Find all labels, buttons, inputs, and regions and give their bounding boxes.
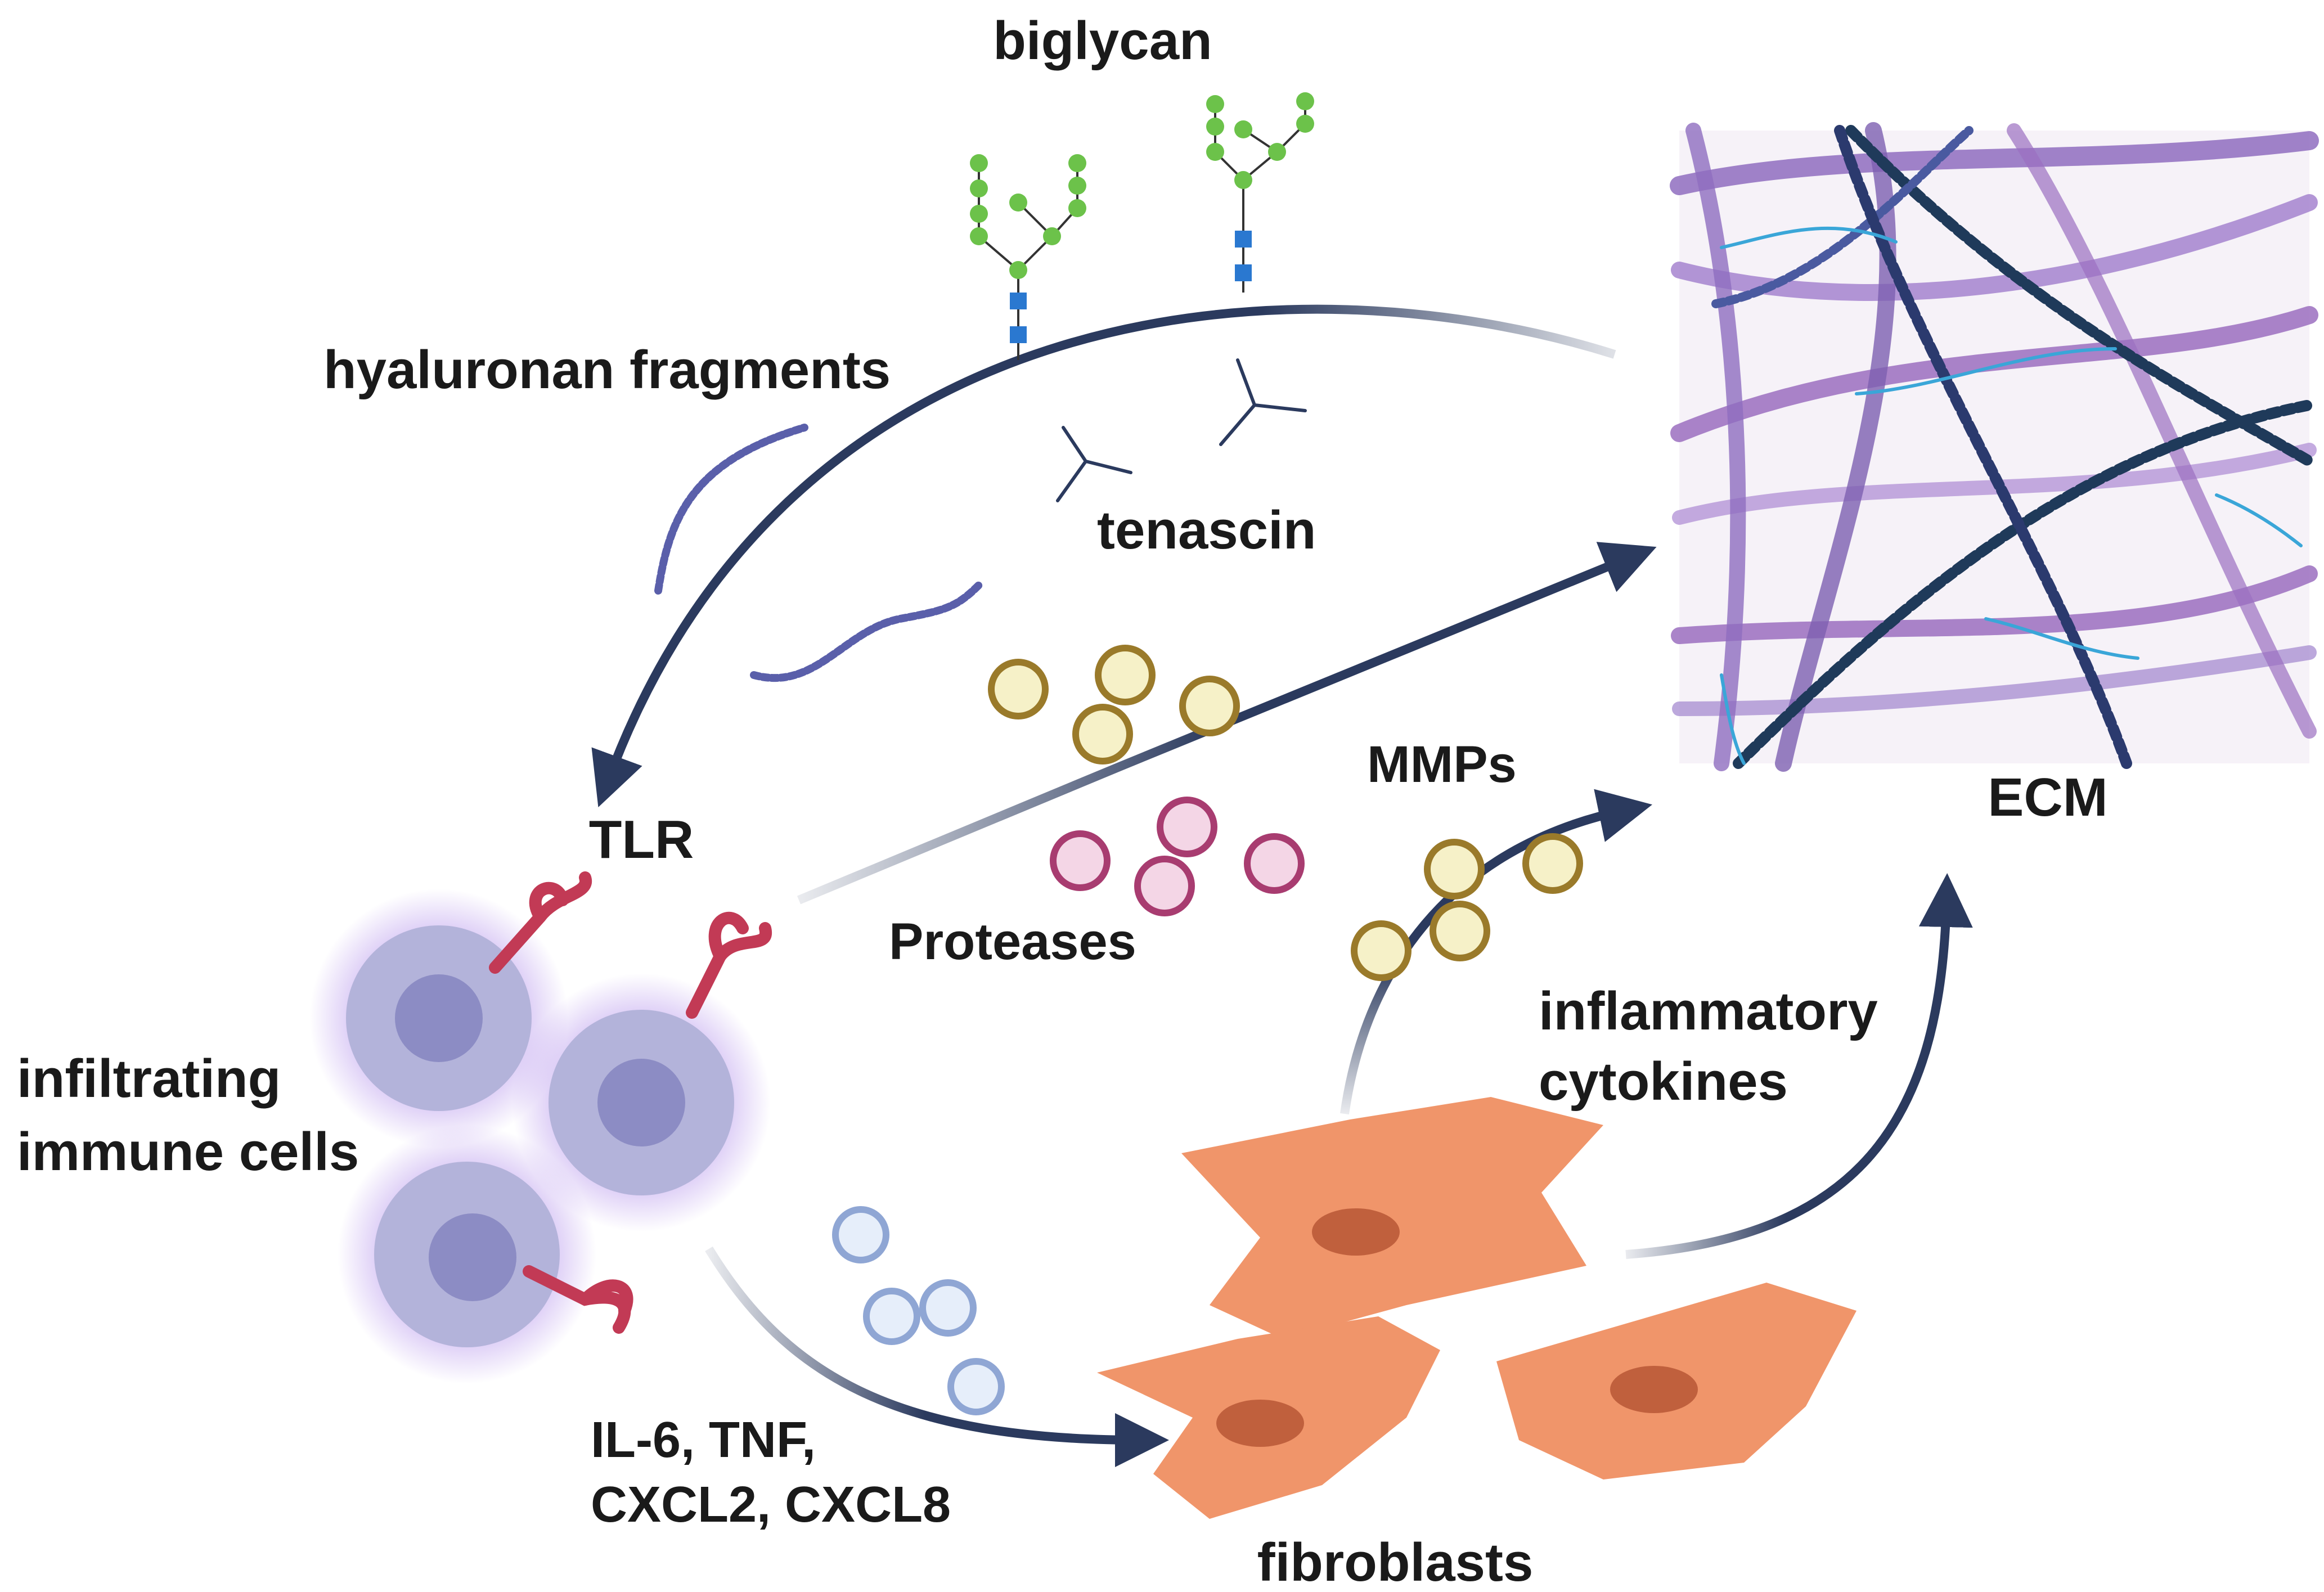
label-cytokines-line2: cytokines <box>1539 1051 1788 1112</box>
label-il-line1: IL-6, TNF, <box>591 1412 816 1468</box>
label-fibroblasts: fibroblasts <box>1257 1532 1534 1592</box>
ecm-mesh-icon <box>1670 122 2319 772</box>
mmp-vesicles-top <box>988 645 1240 764</box>
label-mmps: MMPs <box>1367 736 1517 793</box>
label-tenascin: tenascin <box>1097 500 1316 560</box>
label-immune-line2: immune cells <box>17 1122 359 1182</box>
immune-cell-icon <box>309 889 771 1384</box>
cytokine-vesicles <box>832 1206 1005 1415</box>
mmp-arrow <box>1340 789 1652 1115</box>
fibroblast-icon <box>1097 1097 1856 1519</box>
hyaluronan-chain-icon <box>654 424 983 682</box>
label-hyaluronan: hyaluronan fragments <box>323 340 891 400</box>
label-cytokines-line1: inflammatory <box>1539 981 1878 1041</box>
cytokine-ecm-arrow <box>1625 873 1973 1259</box>
mmp-vesicles <box>1351 833 1583 981</box>
tlr-receptor-icon <box>489 871 772 1334</box>
label-ecm: ECM <box>1988 767 2107 828</box>
feedback-arrow <box>591 304 1616 808</box>
biglycan-sugar-icons <box>970 92 1314 343</box>
label-il-line2: CXCL2, CXCL8 <box>591 1477 951 1533</box>
label-biglycan: biglycan <box>993 11 1212 71</box>
tenascin-icon <box>1056 358 1307 502</box>
il-arrow <box>705 1246 1169 1467</box>
label-tlr: TLR <box>589 810 694 870</box>
protease-vesicles <box>1050 797 1305 916</box>
label-proteases: Proteases <box>889 913 1136 970</box>
label-immune-line1: infiltrating <box>17 1049 281 1109</box>
